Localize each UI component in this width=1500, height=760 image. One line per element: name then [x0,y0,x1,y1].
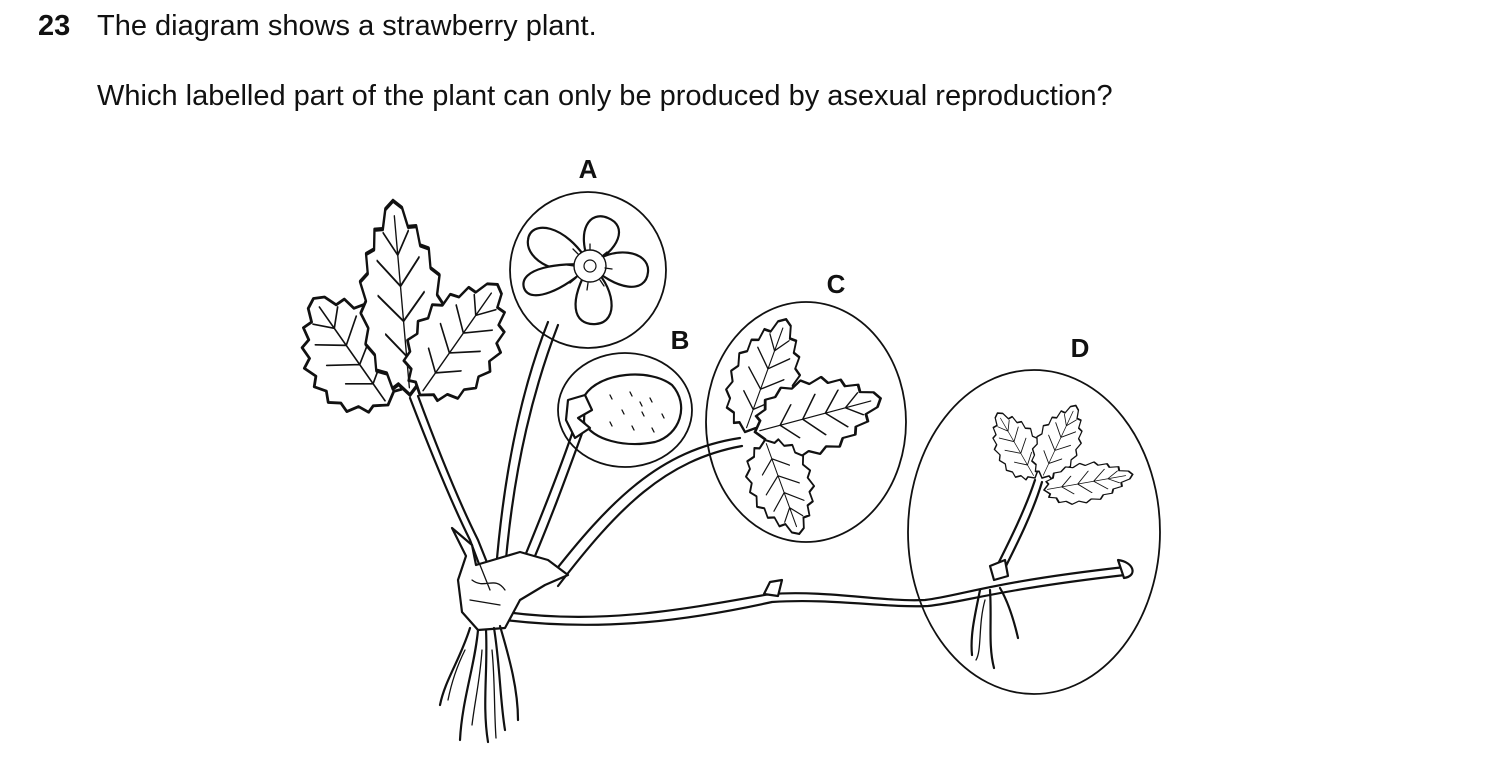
part-a-flower [509,191,667,349]
question-number: 23 [38,10,71,42]
label-d: D [1071,333,1090,363]
left-leaf-cluster [271,197,535,436]
label-b: B [671,325,690,355]
label-c: C [827,269,846,299]
question-prompt: Which labelled part of the plant can onl… [97,80,1113,112]
question-title: The diagram shows a strawberry plant. [97,10,597,42]
part-d-plantlet [907,369,1161,695]
part-c-leaves [705,301,907,546]
part-b-fruit [557,352,693,468]
label-a: A [579,154,598,184]
crown-and-roots [438,526,570,744]
